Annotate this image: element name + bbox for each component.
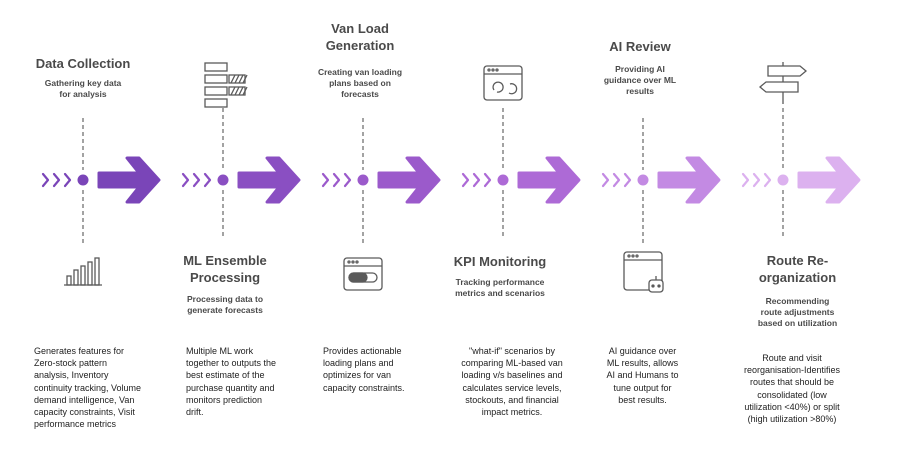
arrow-right-icon [97, 156, 161, 204]
loading-window-icon [343, 257, 383, 291]
stage-6-description: Route and visit reorganisation-Identifie… [743, 353, 841, 425]
stage-dot [497, 174, 509, 186]
chevron-icon [41, 172, 50, 188]
stage-4-subtitle: Tracking performance metrics and scenari… [455, 277, 545, 298]
stage-1-description: Generates features for Zero-stock patter… [34, 346, 142, 430]
stage-4-flow [461, 108, 581, 236]
chevron-icon [203, 172, 212, 188]
arrow-right-icon [657, 156, 721, 204]
stage-5-description: AI guidance over ML results, allows AI a… [606, 346, 679, 405]
stage-dot [637, 174, 649, 186]
stage-2-subtitle: Processing data to generate forecasts [186, 294, 264, 315]
chevron-icon [601, 172, 610, 188]
chevron-icon [741, 172, 750, 188]
stage-dot [357, 174, 369, 186]
chevron-icon [483, 172, 492, 188]
stage-1-subtitle: Gathering key data for analysis [44, 78, 122, 99]
chevron-icon [332, 172, 341, 188]
stage-6-flow [741, 108, 861, 236]
stage-4-description: "what-if" scenarios by comparing ML-base… [461, 346, 563, 418]
stage-3-flow [321, 118, 441, 244]
stage-5-subtitle: Providing AI guidance over ML results [603, 64, 677, 96]
stage-2-description: Multiple ML work together to outputs the… [186, 346, 277, 418]
dashboard-window-icon [483, 65, 523, 101]
stage-2-title: ML Ensemble Processing [183, 253, 267, 285]
chevron-icon [752, 172, 761, 188]
stage-1-flow [41, 118, 161, 244]
signpost-icon [758, 62, 808, 104]
stage-1-title: Data Collection [35, 56, 131, 71]
stage-3-title: Van Load Generation [325, 21, 395, 53]
stage-3-description: Provides actionable loading plans and op… [323, 346, 405, 393]
arrow-right-icon [377, 156, 441, 204]
chevron-icon [52, 172, 61, 188]
chevron-icon [612, 172, 621, 188]
arrow-right-icon [797, 156, 861, 204]
stage-dot [777, 174, 789, 186]
chevron-icon [763, 172, 772, 188]
stage-5-title: AI Review [609, 39, 671, 54]
stage-2-flow [181, 108, 301, 236]
data-stack-icon [204, 62, 248, 108]
arrow-right-icon [237, 156, 301, 204]
chevron-icon [181, 172, 190, 188]
chevron-icon [472, 172, 481, 188]
chevron-icon [192, 172, 201, 188]
chevron-icon [461, 172, 470, 188]
chevron-icon [623, 172, 632, 188]
chevron-icon [343, 172, 352, 188]
stage-3-subtitle: Creating van loading plans based on fore… [317, 67, 403, 99]
chevron-icon [63, 172, 72, 188]
stage-4-title: KPI Monitoring [453, 254, 547, 269]
chevron-icon [321, 172, 330, 188]
stage-6-title: Route Re- organization [758, 253, 837, 285]
stage-dot [217, 174, 229, 186]
stage-5-flow [601, 118, 721, 244]
stage-6-subtitle: Recommending route adjustments based on … [757, 296, 838, 328]
bot-window-icon [623, 251, 664, 293]
stage-dot [77, 174, 89, 186]
arrow-right-icon [517, 156, 581, 204]
bar-chart-icon [64, 257, 102, 286]
